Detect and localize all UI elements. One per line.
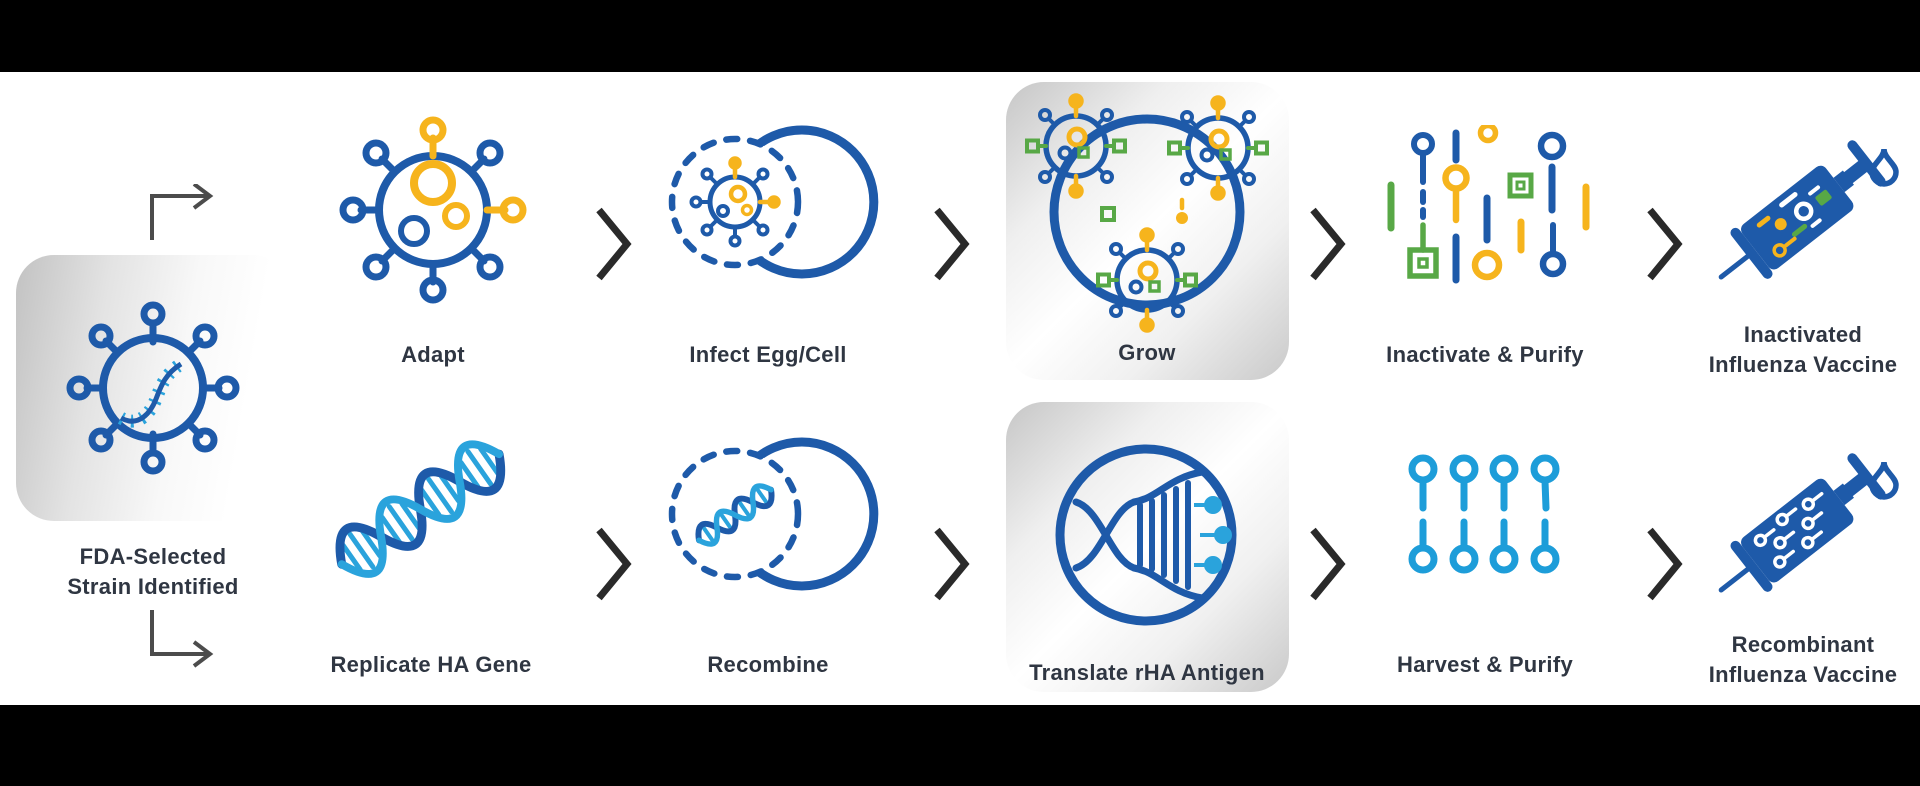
antigen-particles [1753,491,1824,569]
grow-highlight-box: Grow [1006,82,1289,380]
source-label: FDA-Selected Strain Identified [67,542,238,602]
chevron-right-icon [934,207,970,281]
mini-virus [689,156,781,248]
virus-strain-icon [66,301,240,475]
step-label-grow: Grow [1118,340,1176,365]
step-label-harvest: Harvest & Purify [1397,652,1573,677]
mini-dna-helix [695,483,775,547]
step-label-inactivated-vaccine: Inactivated Influenza Vaccine [1709,320,1898,380]
step-label-infect: Infect Egg/Cell [689,342,847,367]
cell-arc [746,125,879,279]
dna-translation-icon [1055,444,1237,626]
chevron-right-icon [934,527,970,601]
rna-squiggle [117,358,185,428]
label-line1: Recombinant [1731,632,1875,657]
translate-highlight-box: Translate rHA Antigen [1006,402,1289,692]
step-label-inactivate: Inactivate & Purify [1386,342,1584,367]
elbow-arrow-down-right-icon [150,610,214,668]
syringe-droplet-icon [1718,140,1899,280]
virus-culture-icon [1006,82,1289,344]
chevron-right-icon [1310,527,1346,601]
step-label-recombine: Recombine [707,652,829,677]
label-line1: Inactivated [1743,322,1863,347]
elbow-arrow-up-right-icon [150,184,214,240]
step-label-recombinant-vaccine: Recombinant Influenza Vaccine [1709,630,1898,690]
loose-particles [1100,197,1188,224]
step-label-translate: Translate rHA Antigen [1029,660,1265,685]
dna-helix-icon [335,440,506,578]
label-line2: Influenza Vaccine [1708,352,1898,377]
letterbox-bottom [0,705,1920,786]
chevron-right-icon [1647,527,1683,601]
diagram-canvas: FDA-Selected Strain Identified [0,72,1920,705]
antigen-particles-icon [1408,454,1560,574]
syringe-droplet-icon [1718,453,1899,593]
chevron-right-icon [596,207,632,281]
step-label-replicate: Replicate HA Gene [330,652,532,677]
dna-in-cell-icon [668,437,879,591]
circuit-dots [1194,496,1232,574]
source-label-line2: Strain Identified [67,574,239,599]
cell-arc [746,437,879,591]
step-label-adapt: Adapt [401,342,465,367]
virus-fragments-icon [1387,125,1590,284]
chevron-right-icon [1310,207,1346,281]
source-highlight-box [16,255,290,521]
vaccine-particles [1756,185,1832,258]
letterbox-top [0,0,1920,72]
source-label-line1: FDA-Selected [79,544,227,569]
virus-entering-cell-icon [668,125,879,279]
adapted-virus-icon [339,116,527,304]
chevron-right-icon [1647,207,1683,281]
label-line2: Influenza Vaccine [1708,662,1898,687]
chevron-right-icon [596,527,632,601]
